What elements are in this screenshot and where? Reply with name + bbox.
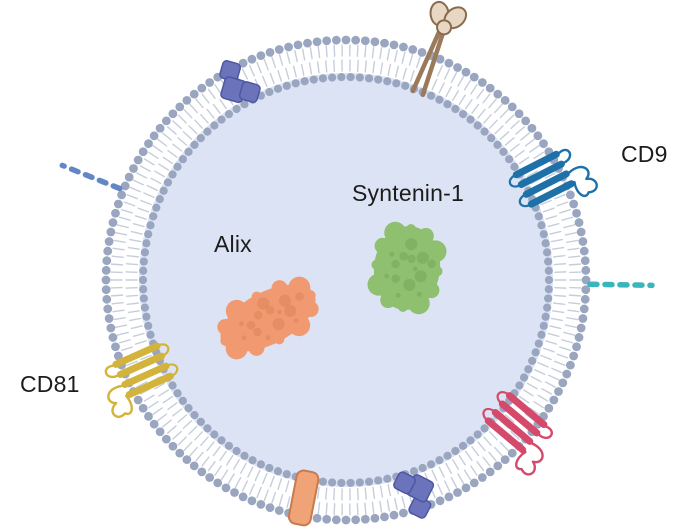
alix-label: Alix (214, 231, 252, 257)
cd81-tetraspanin-icon (104, 342, 179, 418)
alix-protein-icon (217, 276, 319, 360)
lipid-heads (101, 35, 591, 525)
dimer-bottom-icon (393, 471, 435, 519)
receptor-top-icon (410, 0, 468, 98)
cd81-label: CD81 (20, 371, 80, 397)
lipid-anchor-left-icon (59, 162, 123, 192)
syntenin-label: Syntenin-1 (352, 180, 464, 206)
cd9-tetraspanin-icon (508, 148, 598, 208)
lipid-anchor-right-icon (587, 281, 655, 289)
cd9-label: CD9 (621, 141, 668, 167)
syntenin-protein-icon (367, 221, 447, 315)
dimer-upper-left-icon (219, 60, 261, 104)
orange-transporter-icon (287, 469, 320, 527)
vesicle-lumen (139, 73, 553, 487)
red-tetraspanin-icon (482, 390, 553, 476)
